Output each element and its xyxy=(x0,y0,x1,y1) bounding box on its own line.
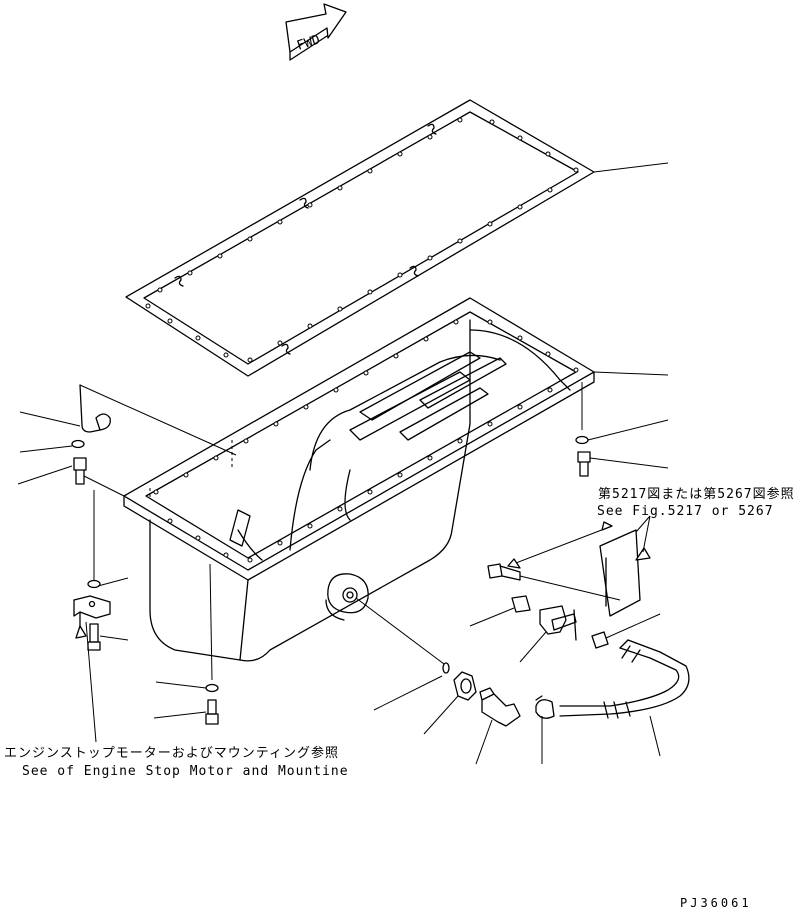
fwd-label: FWD xyxy=(295,32,322,54)
bolt-bottom xyxy=(205,699,219,725)
drain-hose xyxy=(559,639,690,719)
bolt-right xyxy=(577,451,591,477)
washer-left-mid xyxy=(87,579,101,589)
drawing-code: PJ36061 xyxy=(680,896,752,910)
washer-right xyxy=(575,435,589,445)
stop-motor-en: See of Engine Stop Motor and Mountine xyxy=(22,764,349,779)
stop-motor-bracket xyxy=(73,595,111,631)
stop-motor-jp: エンジンストップモーターおよびマウンティング参照 xyxy=(4,746,339,761)
bolt-left-bracket xyxy=(87,623,101,651)
fwd-arrow-icon: FWD xyxy=(285,3,347,61)
gasket xyxy=(125,99,595,377)
plate-bracket xyxy=(599,529,641,617)
clamp-bracket xyxy=(539,605,577,641)
left-bracket-plate xyxy=(79,384,111,433)
bolt-left-top xyxy=(73,457,87,485)
drain-elbow xyxy=(479,687,521,727)
washer-bottom xyxy=(205,683,219,693)
oil-pan xyxy=(123,297,595,662)
nut-right xyxy=(591,631,609,649)
washer-left-top xyxy=(71,439,85,449)
drain-nut xyxy=(453,671,477,701)
hose-clamp xyxy=(535,695,555,719)
drain-gasket xyxy=(442,662,450,674)
leader-lines xyxy=(17,162,669,765)
parts-diagram: FWD xyxy=(17,3,690,765)
diagram-drawing: FWD xyxy=(17,3,690,765)
fig-ref-jp: 第5217図または第5267図参照 xyxy=(598,487,795,502)
nut-mid xyxy=(511,595,531,613)
fig-ref-en: See Fig.5217 or 5267 xyxy=(597,504,774,519)
